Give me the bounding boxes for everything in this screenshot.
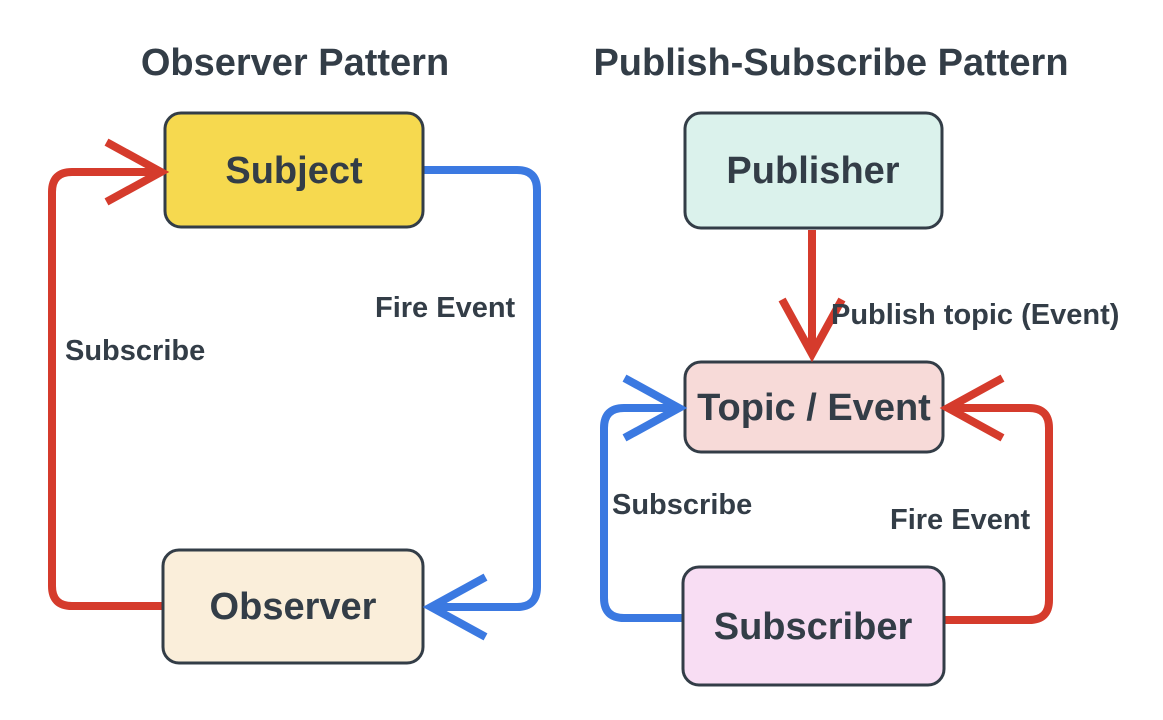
subscriber-node <box>681 565 946 687</box>
publisher-node-label: Publisher <box>726 150 899 192</box>
pubsub-subscribe-edge-line <box>600 404 683 622</box>
subject-node-label: Subject <box>225 150 363 192</box>
observer-node-label: Observer <box>210 586 377 628</box>
pubsub-fire-event-arrowhead-icon <box>939 374 1005 442</box>
pubsub-fire-event-edge-line <box>944 404 1053 624</box>
subscribe-edge-label: Subscribe <box>65 335 205 367</box>
fire-event-edge-label: Fire Event <box>375 292 516 324</box>
pubsub-pattern-diagram: Publish-Subscribe Pattern Publisher Topi… <box>593 42 1119 687</box>
observer-pattern-title: Observer Pattern <box>141 42 449 84</box>
fire-event-arrowhead-icon <box>422 573 488 641</box>
publish-topic-edge-label: Publish topic (Event) <box>831 299 1119 331</box>
pubsub-fire-event-edge-label: Fire Event <box>890 504 1031 536</box>
subscribe-arrowhead-icon <box>104 138 170 206</box>
observer-node <box>161 548 425 665</box>
fire-event-edge-line <box>423 166 541 611</box>
pubsub-pattern-title: Publish-Subscribe Pattern <box>593 42 1068 84</box>
topic-event-node-label: Topic / Event <box>697 387 931 429</box>
pubsub-subscribe-edge-label: Subscribe <box>612 489 752 521</box>
publisher-node <box>683 111 944 230</box>
subscriber-node-label: Subscriber <box>714 606 913 648</box>
publish-topic-arrowhead-icon <box>778 297 846 363</box>
subscribe-edge-line <box>48 168 163 610</box>
pubsub-subscribe-arrowhead-icon <box>622 374 688 442</box>
observer-pattern-diagram: Observer Pattern Subject Observer Subscr… <box>48 42 541 665</box>
